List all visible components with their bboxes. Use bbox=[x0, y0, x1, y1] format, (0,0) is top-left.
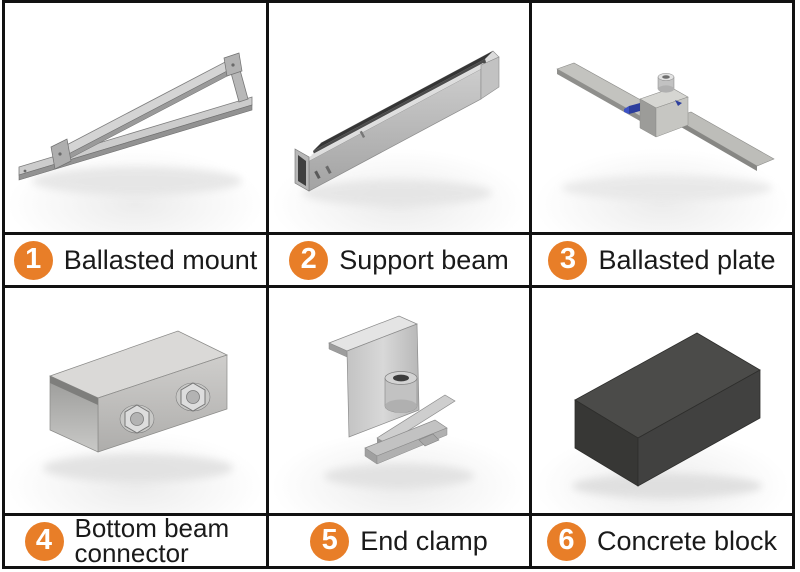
item-number-badge-5: 5 bbox=[310, 521, 350, 561]
bottom-beam-connector-render bbox=[43, 330, 233, 482]
item-label-2: 2 Support beam bbox=[269, 235, 529, 285]
item-label-4: 4 Bottom beam connector bbox=[5, 516, 266, 566]
ballasted-plate-render bbox=[556, 62, 775, 200]
item-number-badge-2: 2 bbox=[289, 240, 329, 280]
item-label-5: 5 End clamp bbox=[269, 516, 529, 566]
item-label-6: 6 Concrete block bbox=[532, 516, 792, 566]
item-image-cell-4 bbox=[5, 288, 266, 513]
item-image-cell-3 bbox=[532, 3, 792, 232]
end-clamp-render bbox=[324, 315, 474, 488]
item-number-badge-3: 3 bbox=[548, 240, 588, 280]
item-label-1: 1 Ballasted mount bbox=[5, 235, 266, 285]
item-image-cell-1 bbox=[5, 3, 266, 232]
item-image-cell-6 bbox=[532, 288, 792, 513]
item-label-text-4: Bottom beam connector bbox=[74, 516, 230, 566]
item-label-3: 3 Ballasted plate bbox=[532, 235, 792, 285]
item-number-badge-4: 4 bbox=[24, 521, 64, 561]
ballasted-mount-render bbox=[18, 52, 253, 195]
item-label-text-1: Ballasted mount bbox=[63, 244, 258, 275]
item-image-cell-2 bbox=[269, 3, 529, 232]
item-number-badge-1: 1 bbox=[13, 240, 53, 280]
concrete-block-render bbox=[572, 332, 762, 498]
item-image-cell-5 bbox=[269, 288, 529, 513]
support-beam-render bbox=[294, 50, 500, 206]
item-number-badge-6: 6 bbox=[546, 521, 586, 561]
item-label-text-6: Concrete block bbox=[596, 525, 778, 556]
item-label-text-5: End clamp bbox=[360, 525, 488, 556]
item-label-text-2: Support beam bbox=[339, 244, 509, 275]
item-label-text-3: Ballasted plate bbox=[598, 244, 776, 275]
